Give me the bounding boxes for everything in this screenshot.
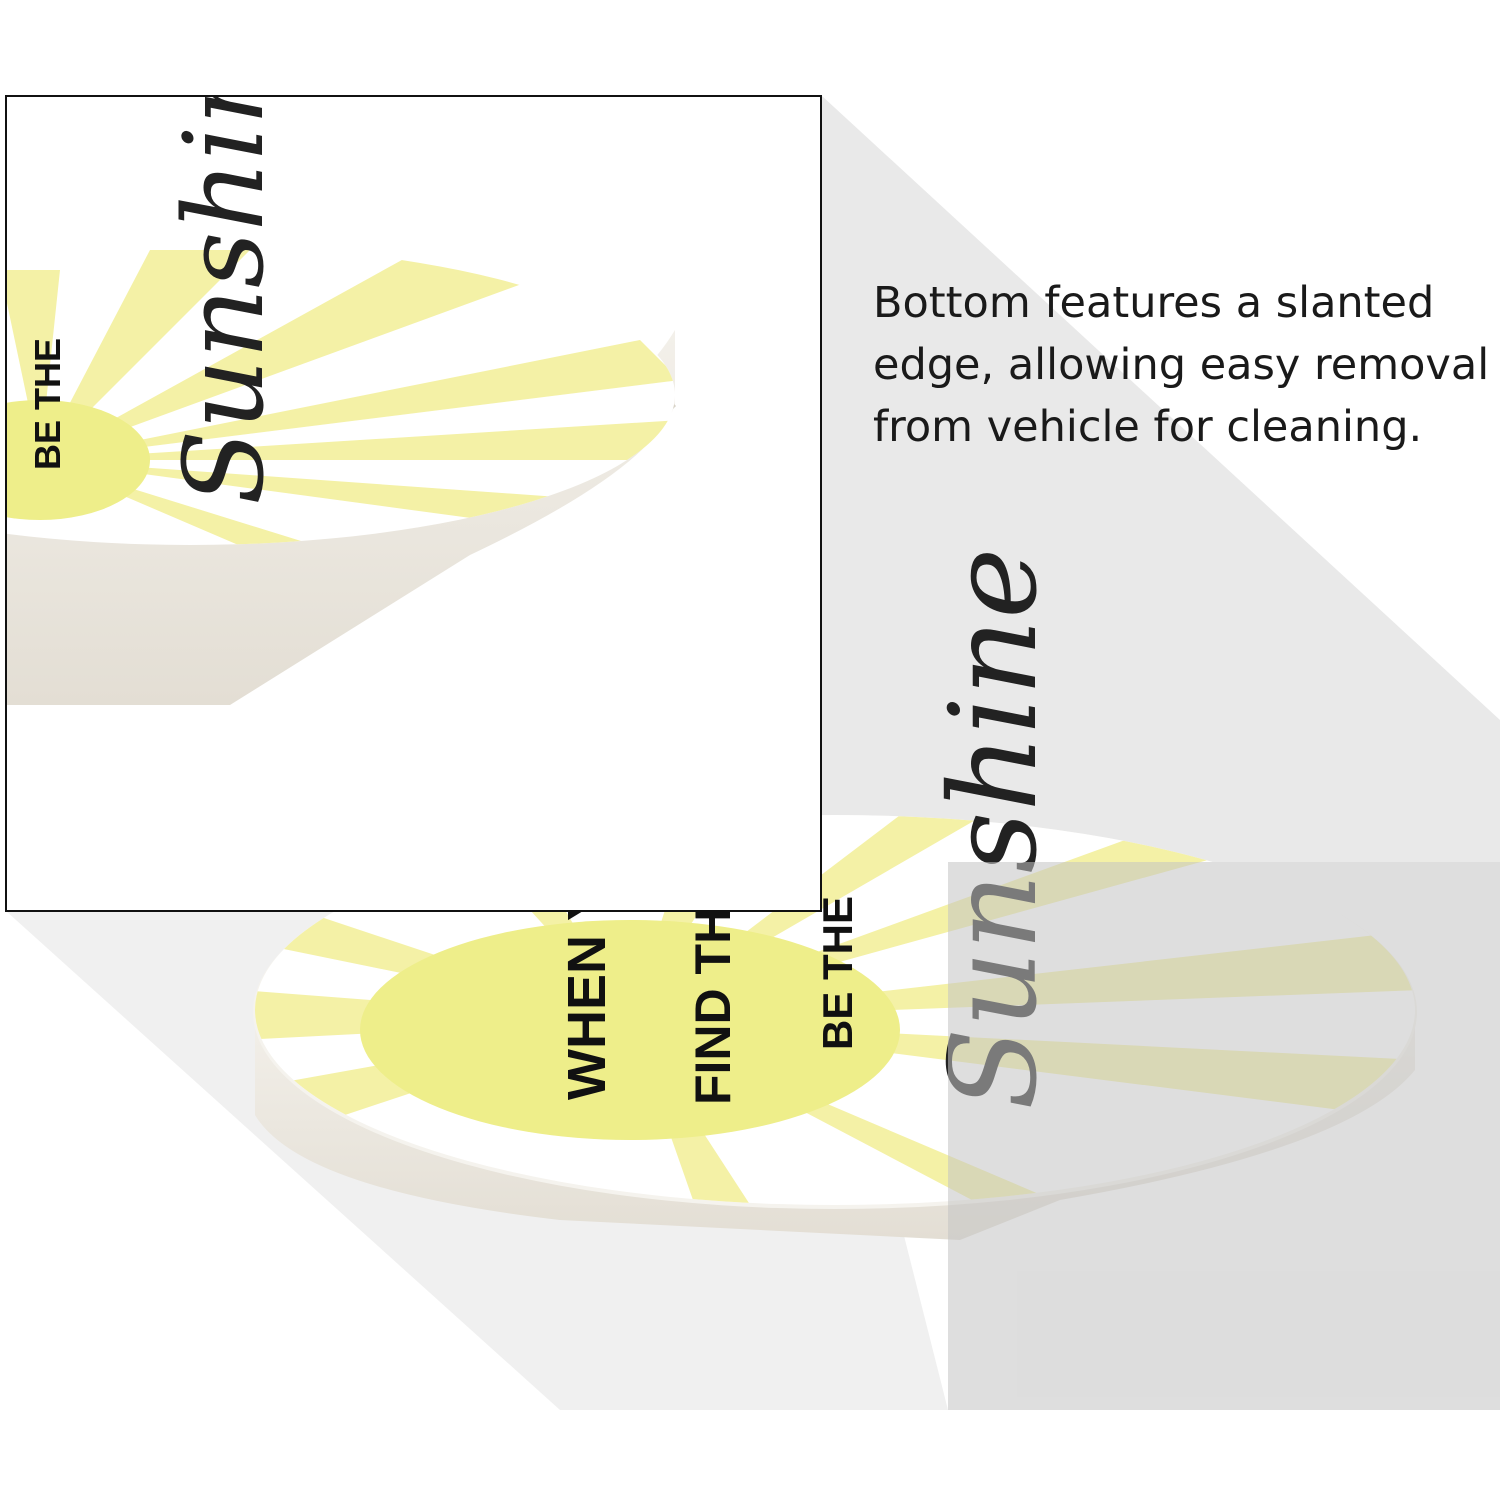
zoom-text-line3: BE THE — [27, 338, 68, 470]
caption-line-3: from vehicle for cleaning. — [873, 402, 1423, 452]
coaster-text-line3: BE THE — [814, 896, 861, 1050]
caption-line-2: edge, allowing easy removal — [873, 340, 1490, 390]
zoom-script-text: Sunshine — [160, 0, 288, 505]
feature-caption: Bottom features a slanted edge, allowing… — [873, 272, 1493, 458]
zoom-source-overlay — [948, 862, 1500, 1410]
sun-circle — [360, 920, 900, 1140]
zoom-frame-border — [5, 95, 822, 912]
zoom-sun-rays — [6, 250, 675, 545]
caption-line-1: Bottom features a slanted — [873, 278, 1435, 328]
zoom-inset: BE THE Sunshine — [5, 0, 822, 912]
projection-beam-upper — [822, 96, 1500, 862]
